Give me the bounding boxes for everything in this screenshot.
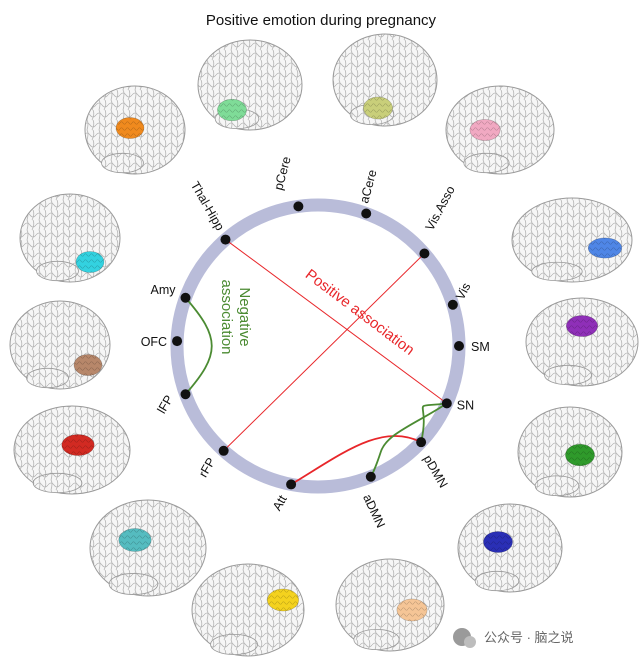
node-rFP: [219, 446, 229, 456]
node-label-pDMN: pDMN: [421, 453, 451, 491]
brain-cyan-icon: [20, 194, 120, 282]
wechat-icon-bubble: [464, 636, 476, 648]
node-aDMN: [366, 472, 376, 482]
node-label-ThalHipp: Thal-Hipp: [188, 179, 227, 233]
brain-orange-icon: [85, 86, 185, 174]
negative-association-label-line1: Negative: [236, 287, 253, 346]
node-label-VisAsso: Vis.Asso: [423, 184, 458, 233]
node-label-SN: SN: [457, 398, 474, 412]
node-label-Amy: Amy: [151, 283, 177, 297]
brain-red-icon: [14, 406, 130, 494]
node-Vis: [448, 300, 458, 310]
node-label-aCere: aCere: [357, 168, 379, 205]
figure-title: Positive emotion during pregnancy: [206, 12, 437, 29]
brain-yellow-icon: [192, 564, 304, 656]
node-Amy: [181, 293, 191, 303]
brain-peach-icon: [336, 559, 444, 651]
node-label-OFC: OFC: [141, 335, 167, 349]
node-label-pCere: pCere: [271, 155, 293, 192]
node-aCere: [361, 209, 371, 219]
negative-association-label-line2: association: [218, 279, 235, 354]
brain-navy-icon: [458, 504, 562, 592]
brain-darkgreen-icon: [518, 407, 622, 497]
node-pDMN: [416, 437, 426, 447]
brain-green-icon: [198, 40, 302, 130]
brain-icons: [10, 34, 638, 656]
watermark: 公众号 · 脑之说: [453, 628, 574, 648]
node-label-Att: Att: [270, 492, 290, 513]
brain-blue-icon: [512, 198, 632, 282]
node-label-aDMN: aDMN: [360, 492, 388, 530]
brain-olive-icon: [333, 34, 437, 126]
negative-edge-Amy-lFP: [186, 298, 212, 394]
node-pCere: [293, 201, 303, 211]
node-SN: [442, 398, 452, 408]
brain-teal-icon: [90, 500, 206, 596]
positive-association-label: Positive association: [302, 266, 417, 359]
node-OFC: [172, 336, 182, 346]
node-SM: [454, 341, 464, 351]
node-Att: [286, 479, 296, 489]
brain-purple-icon: [526, 298, 638, 386]
node-ThalHipp: [220, 235, 230, 245]
node-label-SM: SM: [471, 340, 490, 354]
node-lFP: [181, 389, 191, 399]
node-label-lFP: lFP: [155, 393, 176, 416]
brain-pink-icon: [446, 86, 554, 174]
brain-tan-icon: [10, 301, 110, 389]
node-label-rFP: rFP: [196, 455, 218, 479]
node-VisAsso: [419, 248, 429, 258]
negative-association-label: Negative association: [218, 279, 253, 354]
watermark-text: 公众号 · 脑之说: [484, 630, 574, 645]
